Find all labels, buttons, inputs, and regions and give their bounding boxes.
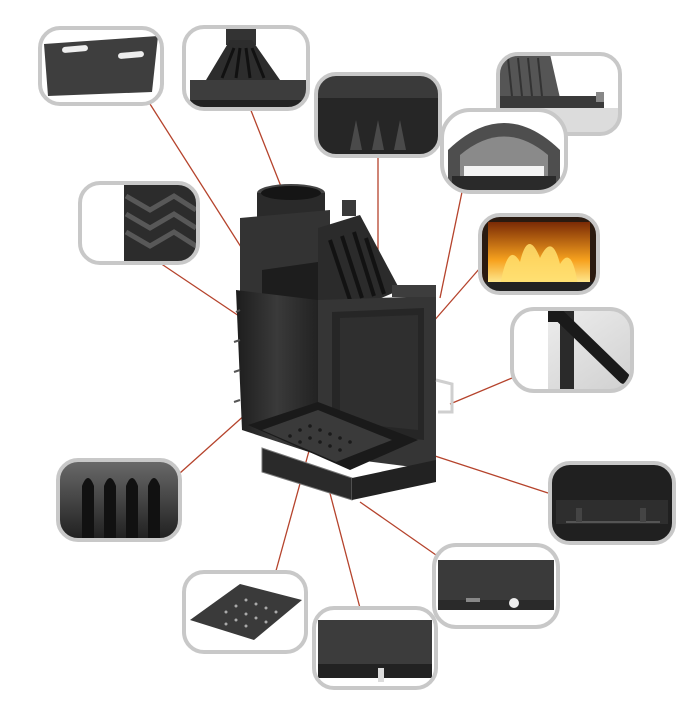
callout-top-plate [38, 26, 164, 106]
perforated-plate-icon [44, 36, 158, 96]
callout-arched-chamber [440, 108, 568, 194]
callout-heat-exchanger [78, 181, 200, 265]
leader-heat-exchanger [159, 262, 243, 319]
air-slider-icon [318, 620, 432, 664]
callout-firebox-liner [56, 458, 182, 542]
leader-air-control [325, 477, 361, 609]
door-handle [435, 378, 454, 414]
door-hinge-bar [392, 285, 436, 297]
ribbed-liner-icon [82, 478, 160, 540]
callout-baffle-inside [314, 72, 442, 158]
fireplace-insert [233, 184, 454, 501]
door-handle-icon [542, 310, 630, 384]
callout-ash-drawer [432, 543, 560, 629]
callout-door-handle [510, 307, 634, 393]
callout-flame-glass [478, 213, 600, 295]
firebox-grate [262, 410, 392, 462]
grate-icon [190, 584, 302, 640]
ribbed-top-chamber [318, 215, 400, 320]
leader-arched-chamber [439, 191, 463, 299]
ash-drawer-icon [438, 560, 554, 600]
callout-air-control [312, 606, 438, 690]
callout-flue-collar [182, 25, 310, 111]
callout-ash-pan-front [548, 461, 676, 545]
callout-grate [182, 570, 308, 654]
leader-ash-drawer [359, 501, 437, 556]
ash-pan-icon [556, 500, 668, 524]
inner-baffle-icon [316, 74, 440, 98]
leader-door-handle [449, 377, 513, 405]
